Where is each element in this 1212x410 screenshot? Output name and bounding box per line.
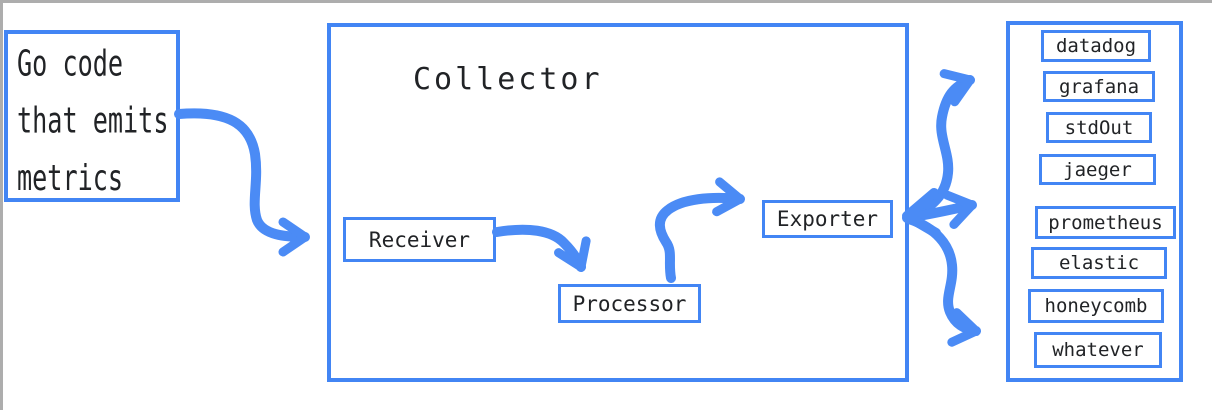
destination-label: whatever [1052, 339, 1144, 361]
destination-label: datadog [1055, 35, 1137, 57]
arrowhead-into-exporter [902, 188, 941, 238]
destination-label: stdOut [1064, 116, 1134, 139]
destination-box-jaeger: jaeger [1039, 154, 1156, 185]
processor-box: Processor [558, 284, 701, 323]
receiver-box: Receiver [343, 217, 496, 262]
destination-label: prometheus [1048, 211, 1163, 234]
source-line-2: that emits [17, 100, 169, 143]
destination-label: elastic [1058, 252, 1140, 274]
destination-box-honeycomb: honeycomb [1028, 289, 1164, 323]
slide-edge-left [0, 0, 3, 410]
destination-label: grafana [1058, 75, 1140, 98]
exporter-label: Exporter [776, 207, 879, 231]
destination-label: jaeger [1063, 158, 1132, 181]
source-code-text: Go code that emits metrics [17, 36, 168, 208]
destination-box-whatever: whatever [1034, 332, 1162, 368]
source-line-3: metrics [17, 157, 124, 200]
destination-box-elastic: elastic [1031, 247, 1167, 279]
arrow-exporter-fanout-top [904, 69, 975, 221]
destination-box-prometheus: prometheus [1035, 206, 1176, 239]
arrow-exporter-fanout-bottom [904, 214, 981, 347]
receiver-label: Receiver [368, 227, 471, 252]
destination-box-stdout: stdOut [1046, 112, 1152, 143]
processor-label: Processor [572, 291, 687, 316]
destination-box-grafana: grafana [1043, 71, 1155, 102]
arrow-source-to-collector [174, 108, 310, 257]
slide-edge-top [0, 0, 1212, 3]
collector-title: Collector [413, 62, 603, 97]
source-code-box: Go code that emits metrics [4, 30, 180, 202]
source-line-1: Go code [17, 43, 124, 85]
destination-box-datadog: datadog [1041, 30, 1151, 62]
arrow-exporter-fanout-middle [902, 190, 977, 230]
exporter-box: Exporter [762, 200, 893, 238]
destination-label: honeycomb [1044, 295, 1148, 317]
